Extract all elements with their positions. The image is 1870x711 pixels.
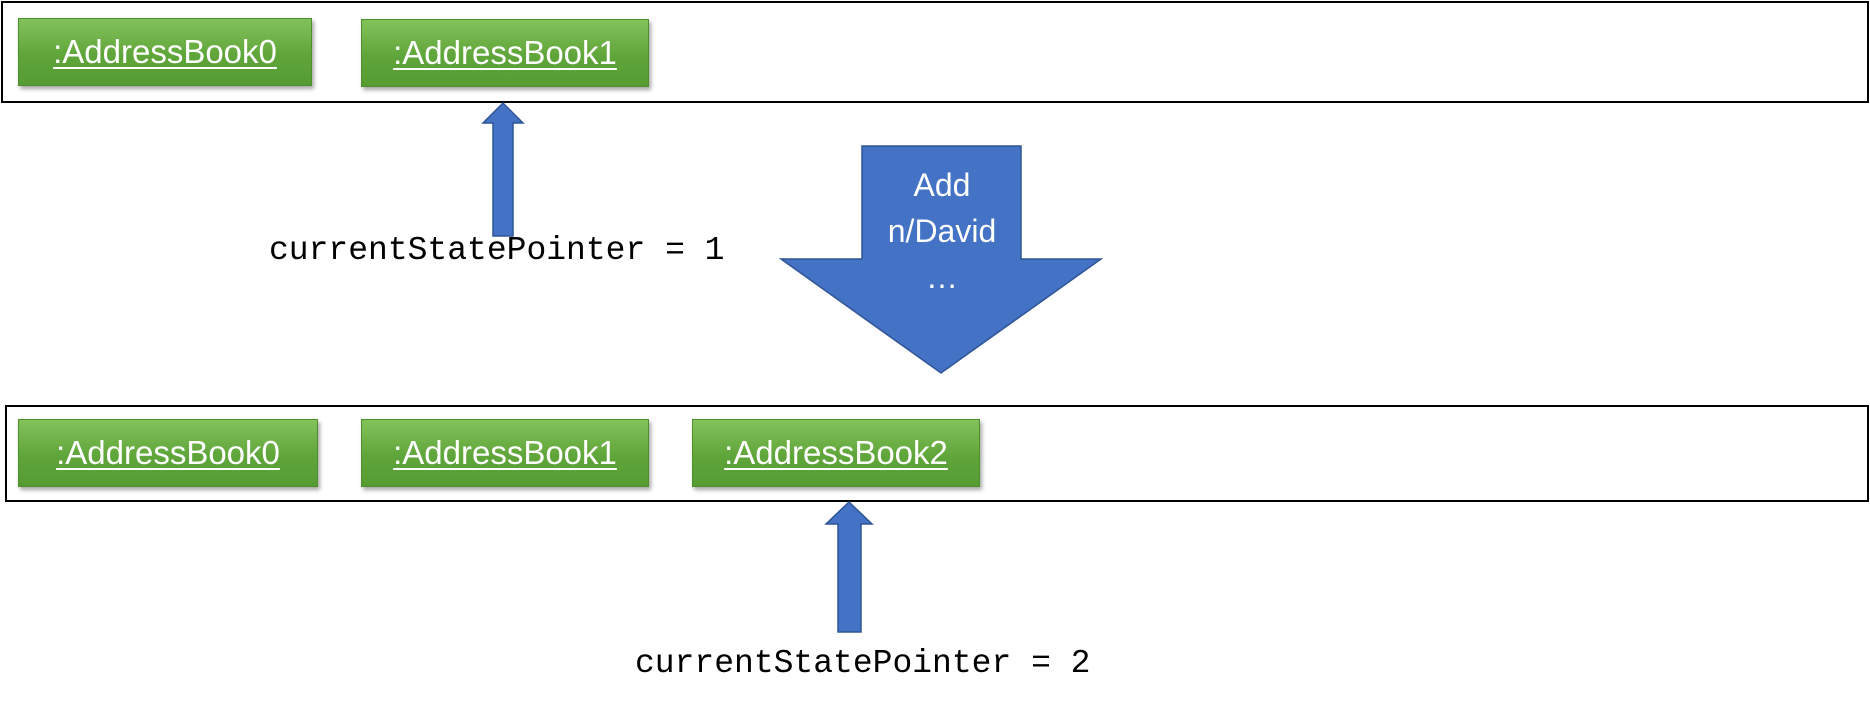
addressbook-state-box: :AddressBook0 (18, 419, 318, 487)
addressbook-state-box: :AddressBook2 (692, 419, 980, 487)
command-line: n/David (887, 213, 997, 249)
addressbook-state-label: :AddressBook1 (393, 34, 617, 71)
command-text: Add n/David … (862, 162, 1022, 300)
pointer-arrow-up (824, 500, 874, 633)
pointer-label-after: currentStatePointer = 2 (635, 645, 1091, 682)
pointer-arrow-up (481, 101, 525, 237)
addressbook-state-label: :AddressBook0 (56, 434, 280, 471)
state-list-before (1, 1, 1869, 103)
command-line: … (926, 259, 958, 295)
addressbook-state-label: :AddressBook2 (724, 434, 948, 471)
pointer-label-before: currentStatePointer = 1 (269, 232, 725, 269)
addressbook-state-label: :AddressBook1 (393, 434, 617, 471)
addressbook-state-box: :AddressBook1 (361, 419, 649, 487)
addressbook-state-box: :AddressBook0 (18, 18, 312, 86)
addressbook-state-box: :AddressBook1 (361, 19, 649, 87)
command-line: Add (913, 167, 971, 203)
addressbook-state-label: :AddressBook0 (53, 33, 277, 70)
